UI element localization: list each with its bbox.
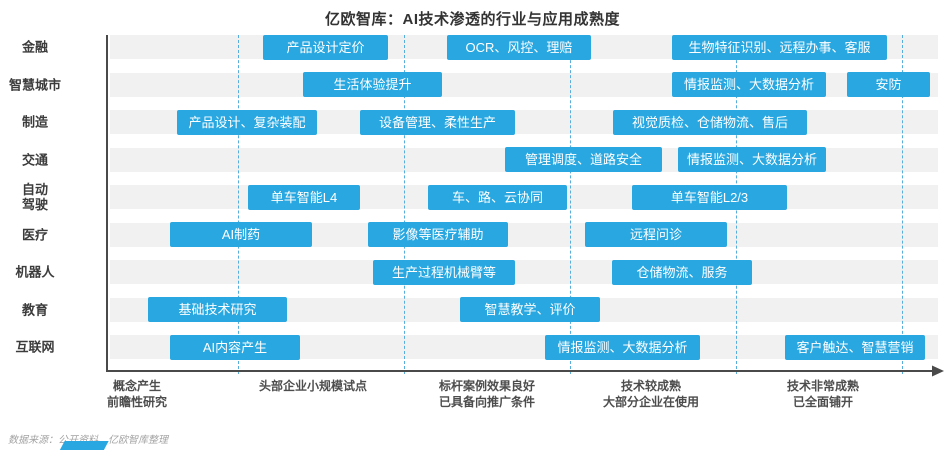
data-source-note: 数据来源：公开资料、亿欧智库整理: [8, 431, 168, 446]
stage-label-line: 技术非常成熟: [786, 379, 860, 393]
industry-label-line: 金融: [21, 39, 48, 55]
industry-label: 金融: [0, 40, 70, 55]
stage-label-line: 已全面铺开: [792, 395, 854, 409]
application-box: 远程问诊: [585, 222, 727, 247]
industry-label-line: 制造: [21, 114, 48, 130]
stage-label: 概念产生前瞻性研究: [107, 378, 167, 410]
industry-label-line: 自动: [21, 182, 48, 197]
stage-label-line: 大部分企业在使用: [602, 395, 700, 409]
industry-label: 机器人: [0, 265, 70, 280]
application-box: 情报监测、大数据分析: [672, 72, 826, 97]
stage-label: 标杆案例效果良好已具备向推广条件: [439, 378, 535, 410]
industry-label: 自动驾驶: [0, 182, 70, 212]
industry-label: 交通: [0, 152, 70, 167]
stage-gridline: [404, 35, 405, 374]
row-band: [110, 260, 938, 284]
stage-label: 技术非常成熟已全面铺开: [787, 378, 859, 410]
application-box: 安防: [847, 72, 930, 97]
industry-label: 医疗: [0, 227, 70, 242]
application-box: 视觉质检、仓储物流、售后: [613, 109, 807, 135]
stage-label-line: 概念产生: [112, 379, 162, 393]
industry-label-line: 机器人: [15, 264, 55, 280]
application-box: 单车智能L4: [248, 184, 360, 210]
stage-label-line: 技术较成熟: [620, 379, 682, 393]
chart-title: 亿欧智库：AI技术渗透的行业与应用成熟度: [324, 11, 620, 28]
industry-label: 互联网: [0, 340, 70, 355]
application-box: 客户触达、智慧营销: [785, 334, 925, 360]
stage-label-line: 已具备向推广条件: [438, 395, 536, 409]
stage-label: 头部企业小规模试点: [259, 378, 367, 394]
stage-gridline: [238, 35, 239, 374]
industry-label: 智慧城市: [0, 77, 70, 92]
industry-label-line: 交通: [21, 152, 48, 167]
logo-ribbon: [59, 441, 109, 450]
stage-label: 技术较成熟大部分企业在使用: [603, 378, 699, 410]
application-box: 情报监测、大数据分析: [545, 334, 700, 360]
application-box: OCR、风控、理赔: [447, 34, 591, 60]
application-box: AI制药: [170, 222, 312, 247]
stage-label-line: 前瞻性研究: [106, 395, 168, 409]
application-box: 基础技术研究: [148, 297, 287, 322]
industry-label: 制造: [0, 115, 70, 130]
application-box: 智慧教学、评价: [460, 297, 600, 322]
application-box: 影像等医疗辅助: [368, 222, 508, 247]
application-box: 生产过程机械臂等: [373, 259, 515, 285]
stage-label-line: 标杆案例效果良好: [438, 379, 536, 393]
application-box: 仓储物流、服务: [612, 259, 752, 285]
application-box: 车、路、云协同: [428, 184, 567, 210]
stage-gridline: [902, 35, 903, 374]
application-box: 生物特征识别、远程办事、客服: [672, 34, 887, 60]
industry-label-line: 驾驶: [21, 197, 48, 212]
application-box: 单车智能L2/3: [632, 184, 787, 210]
application-box: 生活体验提升: [303, 72, 442, 97]
industry-label-line: 教育: [21, 302, 48, 317]
application-box: 情报监测、大数据分析: [678, 147, 826, 172]
application-box: 管理调度、道路安全: [505, 147, 662, 172]
application-box: 产品设计定价: [263, 34, 388, 60]
industry-label: 教育: [0, 302, 70, 317]
application-box: 设备管理、柔性生产: [360, 109, 515, 135]
stage-label-line: 头部企业小规模试点: [258, 379, 368, 393]
industry-label-line: 智慧城市: [8, 77, 61, 92]
x-axis-arrow-icon: [932, 365, 944, 377]
stage-gridline: [570, 35, 571, 374]
industry-label-line: 互联网: [15, 339, 55, 355]
application-box: 产品设计、复杂装配: [177, 109, 317, 135]
application-box: AI内容产生: [170, 334, 300, 360]
industry-label-line: 医疗: [21, 227, 48, 242]
